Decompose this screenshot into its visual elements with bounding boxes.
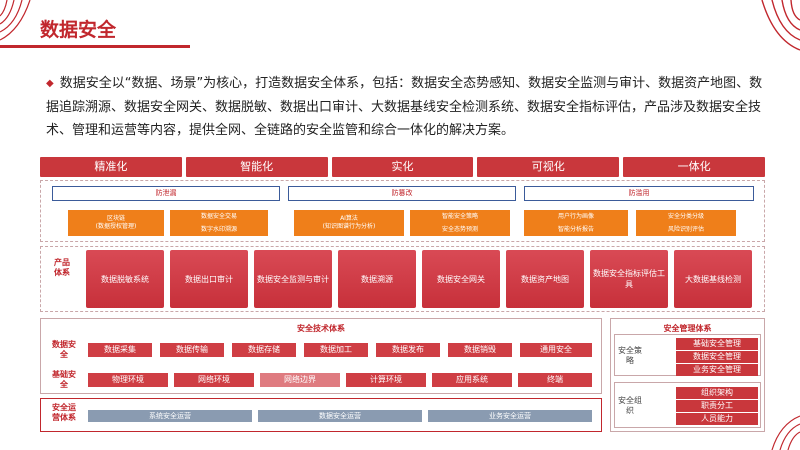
corner-swirl-top-right [761,0,800,51]
feature-row: 精准化 智能化 实化 可视化 一体化 [40,157,765,177]
intro-paragraph: ◆数据安全以“数据、场景”为核心，打造数据安全体系，包括：数据安全态势感知、数据… [46,72,766,142]
tech-capability-box: 用户行为画像 [524,210,628,226]
product-section [40,246,765,312]
product-card: 数据溯源 [338,250,416,308]
ops-item: 数据安全运营 [258,410,422,422]
protection-label: 防滥用 [524,186,754,201]
title-underline [0,12,190,48]
ops-system-panel [40,398,602,432]
tech-capability-box: 智能分析报告 [524,224,628,236]
tech-capability-name: 区块链 [106,215,125,222]
base-security-item: 网络边界 [260,373,340,387]
protection-label: 防泄漏 [52,186,280,201]
product-card: 数据脱敏系统 [86,250,164,308]
corner-swirl-bottom-right [771,415,800,450]
feature-cell: 智能化 [185,157,328,177]
product-card: 大数据基线检测 [674,250,752,308]
base-security-label: 基础安全 [52,370,76,389]
data-security-item: 数据传输 [160,343,224,357]
tech-capability-sub: (知识图谱行为分析) [322,223,376,230]
page-title: 数据安全 [40,19,117,41]
base-security-item: 终端 [518,373,592,387]
policy-item: 数据安全管理 [676,351,758,363]
base-security-item: 物理环境 [88,373,168,387]
tech-capability-box: 安全分类分级 [636,210,736,226]
policy-item: 业务安全管理 [676,364,758,376]
feature-cell: 可视化 [477,157,620,177]
corner-swirl-top-left [0,0,31,41]
product-card: 数据资产地图 [506,250,584,308]
base-security-item: 计算环境 [346,373,426,387]
product-card: 数据安全监测与审计 [254,250,332,308]
tech-capability-box: 数据安全交易 [170,210,268,226]
base-security-item: 网络环境 [174,373,254,387]
tech-capability-box: 区块链 (数据授权管理) [68,210,164,236]
tech-capability-sub: (数据授权管理) [95,223,137,230]
feature-cell: 一体化 [623,157,765,177]
org-label: 安全组织 [618,396,642,415]
tech-capability-box: 安全态势预测 [410,224,510,236]
product-section-label: 产品体系 [54,258,70,277]
data-security-item: 数据发布 [376,343,440,357]
diamond-bullet-icon: ◆ [46,78,54,89]
org-group [614,382,761,428]
mgmt-system-title: 安全管理体系 [663,324,712,333]
tech-system-panel [40,318,602,394]
data-security-item: 数据采集 [88,343,152,357]
tech-system-title: 安全技术体系 [297,324,345,333]
data-security-item: 数据销毁 [448,343,512,357]
base-security-item: 应用系统 [432,373,512,387]
tech-capability-box: 风险识别评估 [636,224,736,236]
product-card: 数据出口审计 [170,250,248,308]
org-item: 职责分工 [676,400,758,412]
tech-capability-box: 智能安全策略 [410,210,510,226]
product-card: 数据安全网关 [422,250,500,308]
ops-item: 业务安全运营 [428,410,592,422]
mgmt-system-panel [610,318,765,432]
tech-capability-box: 数字水印溯源 [170,224,268,236]
tech-capability-box: AI算法 (知识图谱行为分析) [294,210,404,236]
feature-cell: 实化 [331,157,474,177]
data-security-label: 数据安全 [52,340,76,359]
feature-cell: 精准化 [40,157,182,177]
tech-capability-name: AI算法 [340,215,358,222]
org-item: 组织架构 [676,387,758,399]
data-security-item: 通用安全 [520,343,592,357]
policy-item: 基础安全管理 [676,338,758,350]
org-item: 人员能力 [676,413,758,425]
product-card: 数据安全指标评估工具 [590,250,668,308]
data-security-item: 数据存储 [232,343,296,357]
protection-section [40,180,765,242]
policy-label: 安全策略 [618,346,642,365]
protection-label: 防篡改 [288,186,516,201]
ops-item: 系统安全运营 [88,410,252,422]
intro-text: 数据安全以“数据、场景”为核心，打造数据安全体系，包括：数据安全态势感知、数据安… [46,76,763,138]
data-security-item: 数据加工 [304,343,368,357]
ops-system-label: 安全运营体系 [52,403,76,422]
